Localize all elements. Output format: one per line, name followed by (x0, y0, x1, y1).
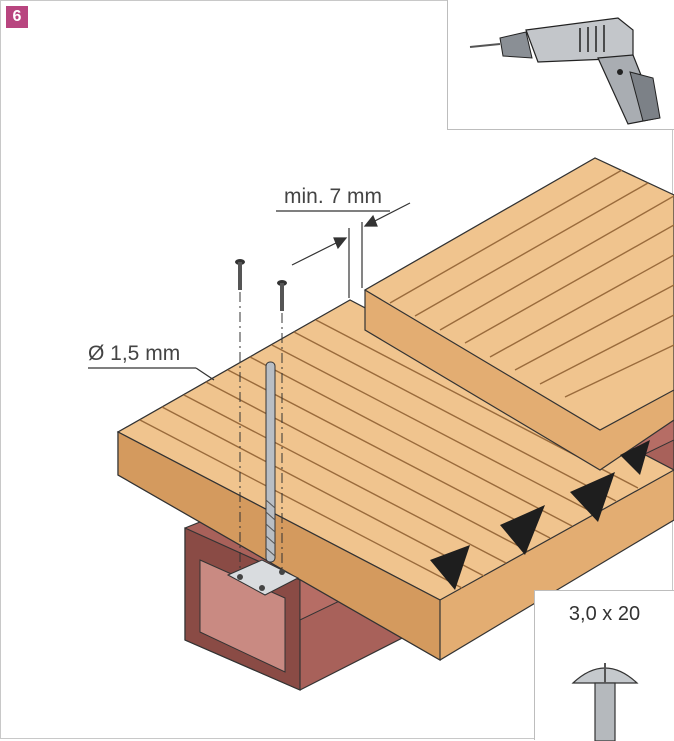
fixing-clip (226, 559, 300, 596)
diameter-leader (88, 367, 215, 381)
drill-diameter-label: Ø 1,5 mm (88, 342, 181, 365)
screw-size-label: 3,0 x 20 (568, 603, 641, 625)
screw-left (235, 259, 245, 570)
decking-board-right (363, 157, 674, 475)
screw-right (277, 280, 287, 570)
step-number-badge: 6 (6, 6, 28, 28)
gap-dimension-label: min. 7 mm (284, 185, 383, 208)
drill-bit (265, 361, 276, 563)
drill-tool-inset (447, 0, 674, 130)
screw-head-icon (571, 663, 639, 741)
gap-dimension (276, 202, 411, 298)
power-drill-icon (469, 17, 661, 125)
screw-size-inset: 3,0 x 20 (534, 590, 674, 741)
decking-board-left (116, 299, 674, 662)
